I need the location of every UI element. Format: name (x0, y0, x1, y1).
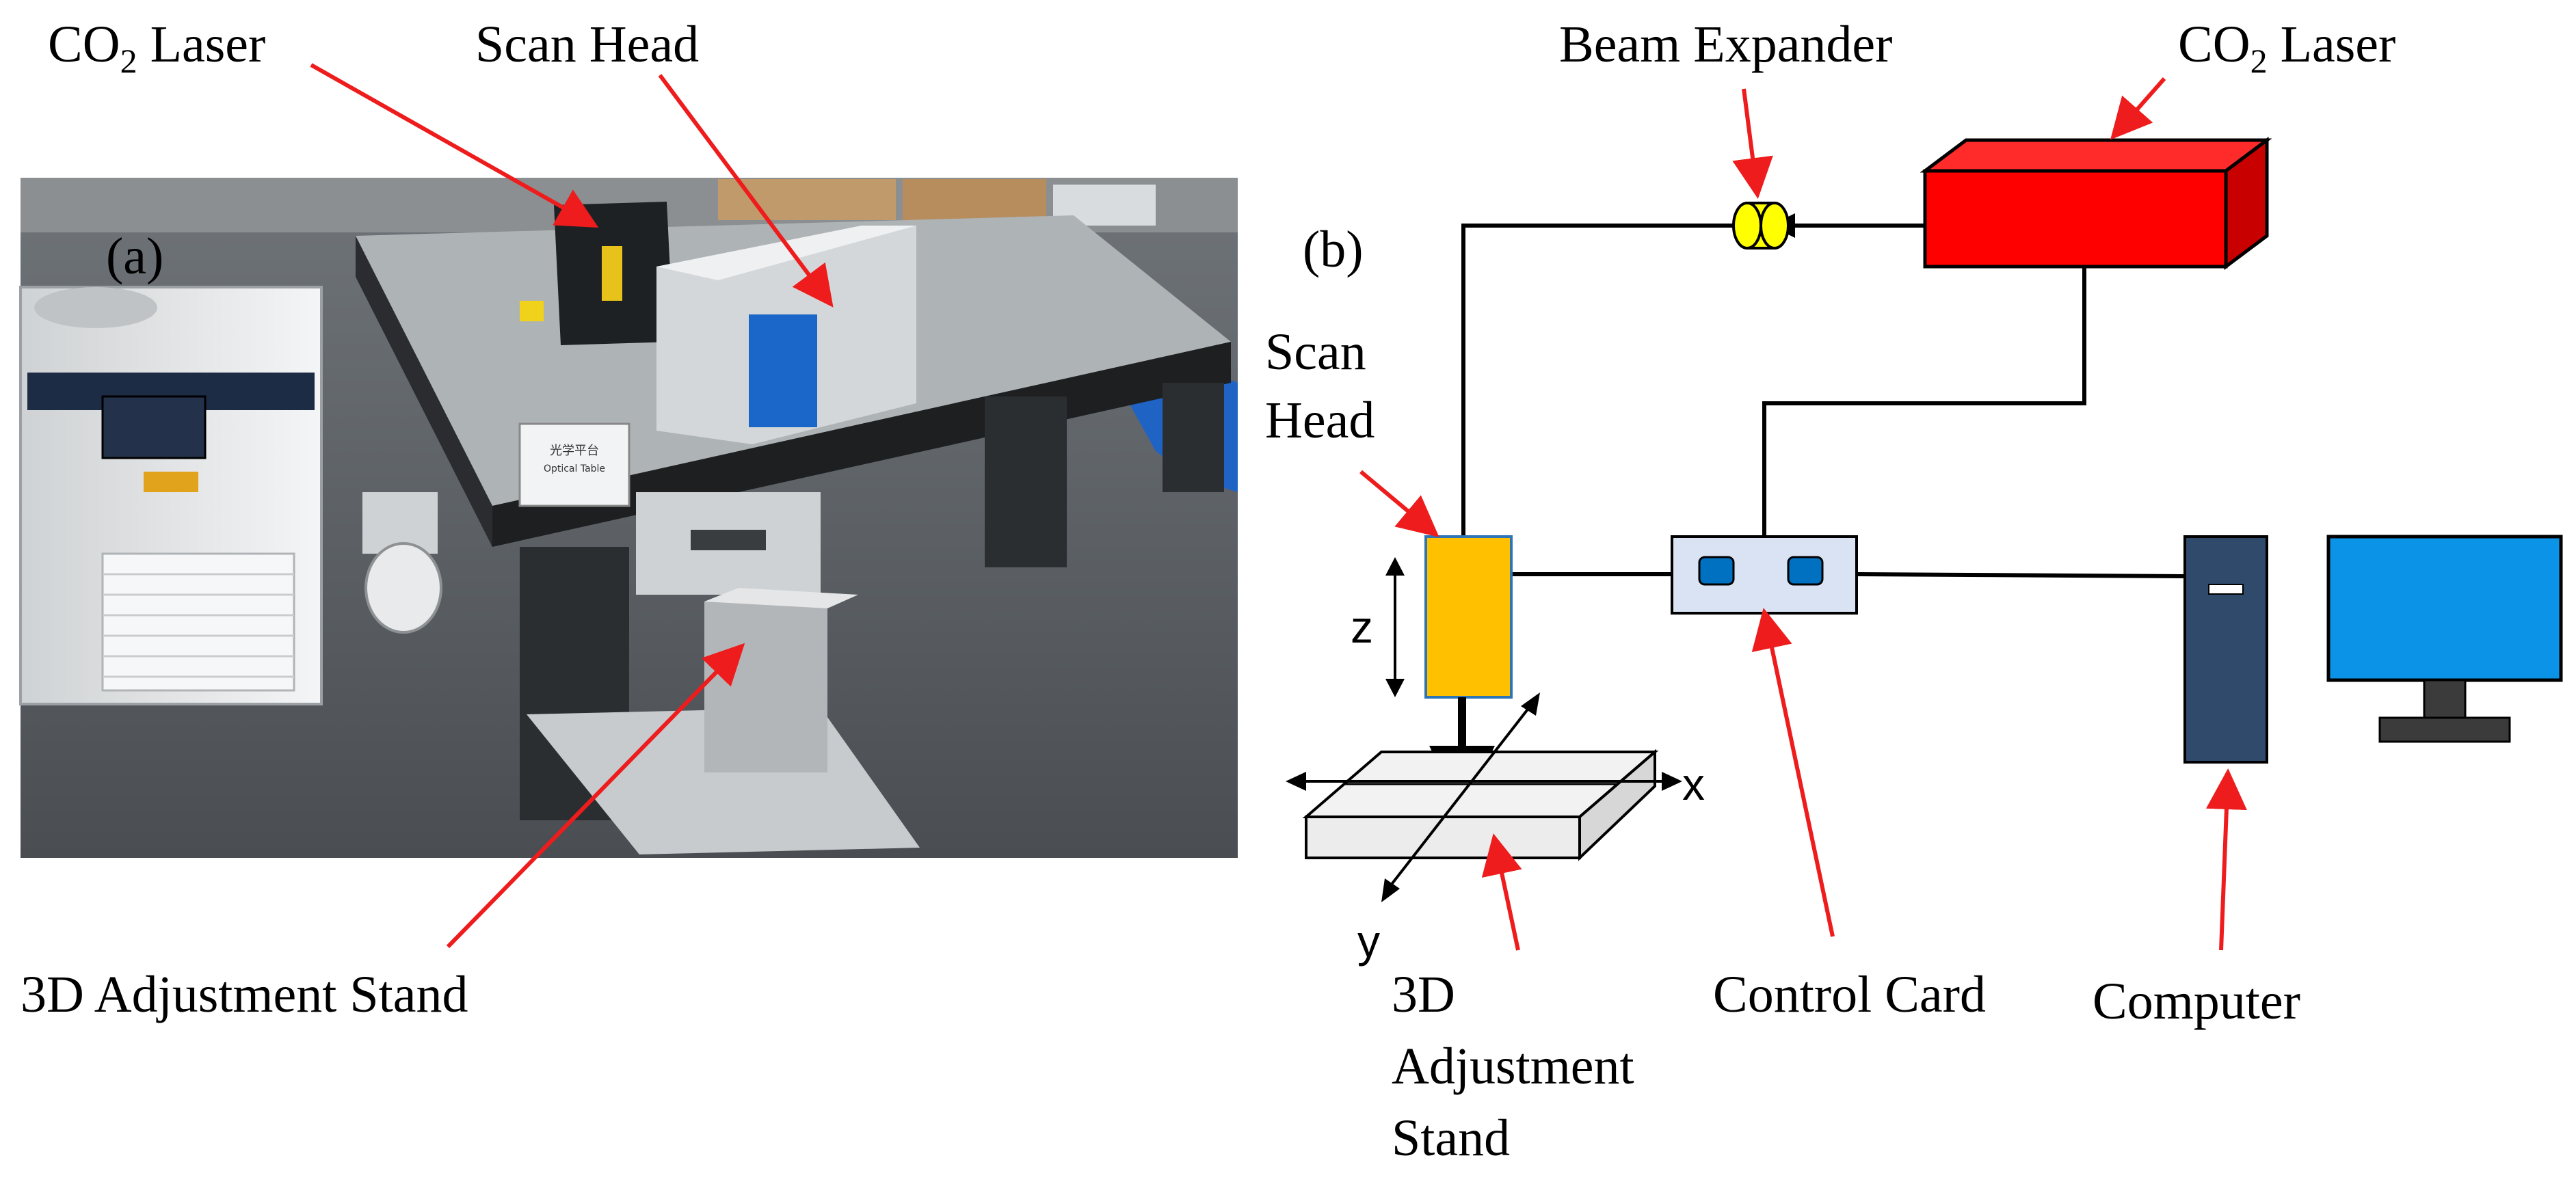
chiller-cap (34, 287, 157, 328)
computer-tower (2183, 535, 2268, 764)
arrow-a-3d-stand (446, 643, 745, 949)
arrow-b-beam-expander (1732, 88, 1773, 199)
arrow-a-scan-head (658, 74, 834, 308)
co2-laser-block (1920, 137, 2272, 270)
stand-body (704, 602, 827, 772)
label-b-control-card: Control Card (1713, 966, 1986, 1023)
chiller-controller (101, 395, 207, 459)
laser-label-sticker (602, 246, 622, 301)
photo-panel-a: 光学平台 Optical Table (19, 178, 1238, 858)
scan-head-block (1424, 535, 1513, 699)
table-sign-cn: 光学平台 (550, 444, 599, 458)
axis-x-label: x (1682, 759, 1705, 809)
y-axis-line (1387, 703, 1533, 890)
panel-b-tag: (b) (1303, 221, 1364, 278)
panel-a-tag: (a) (106, 228, 163, 285)
table-leg (985, 396, 1067, 567)
schematic-panel-b: (b) z (1286, 137, 2563, 967)
y-axis-arrow-down (1381, 878, 1400, 902)
monitor-icon (2326, 535, 2563, 743)
scan-head-window (749, 314, 817, 427)
line-control-card-to-computer (1856, 572, 2186, 578)
label-a-co2-laser: CO2 Laser (48, 16, 265, 80)
scan-head-top (656, 226, 916, 280)
label-b-scan-head-line2: Head (1265, 392, 1375, 449)
stand-top (704, 588, 858, 608)
compressor-tank (364, 542, 442, 634)
label-a-3d-stand: 3D Adjustment Stand (21, 966, 468, 1023)
label-b-stand-line1: 3D (1392, 966, 1455, 1023)
z-axis-arrow-up (1385, 557, 1405, 576)
z-axis-arrow-down (1385, 679, 1405, 697)
table-sign-en: Optical Table (544, 463, 605, 474)
label-b-stand-line3: Stand (1392, 1109, 1510, 1167)
arrow-b-stand (1481, 833, 1522, 951)
label-b-co2-laser: CO2 Laser (2178, 16, 2395, 80)
label-b-stand-line2: Adjustment (1392, 1038, 1634, 1095)
computer-drive-slot (2208, 584, 2244, 595)
arrow-b-control-card (1751, 608, 1835, 937)
adjustment-stand-block (1302, 749, 1659, 861)
arrow-b-computer (2205, 768, 2247, 951)
label-b-computer: Computer (2093, 973, 2300, 1030)
control-card-port (1787, 556, 1824, 586)
arrow-a-co2-laser (310, 63, 599, 228)
table-leg (1163, 383, 1224, 492)
x-axis-arrow-left (1286, 772, 1306, 791)
cardboard-box (718, 179, 896, 220)
label-a-scan-head: Scan Head (475, 16, 699, 73)
chiller-vent (101, 552, 295, 692)
table-side-left (356, 236, 492, 547)
box-slot (691, 530, 766, 550)
table-sign (518, 422, 630, 507)
axis-z-label: z (1351, 602, 1373, 652)
x-axis-arrow-right (1662, 772, 1682, 791)
label-b-scan-head-line1: Scan (1265, 323, 1366, 381)
arrow-b-scan-head (1359, 470, 1439, 537)
beam-expander-icon (1732, 202, 1790, 250)
beam-line-expander-to-scanhead (1461, 224, 1734, 537)
axis-y-label: y (1357, 916, 1380, 967)
arrow-b-co2-laser (2110, 77, 2166, 140)
label-b-beam-expander: Beam Expander (1559, 16, 1892, 73)
line-laser-to-control-card (1762, 267, 2086, 537)
yellow-tag (520, 301, 544, 321)
y-axis-arrow-up (1521, 692, 1540, 716)
chiller-warning-label (144, 472, 198, 492)
control-card-port (1698, 556, 1735, 586)
